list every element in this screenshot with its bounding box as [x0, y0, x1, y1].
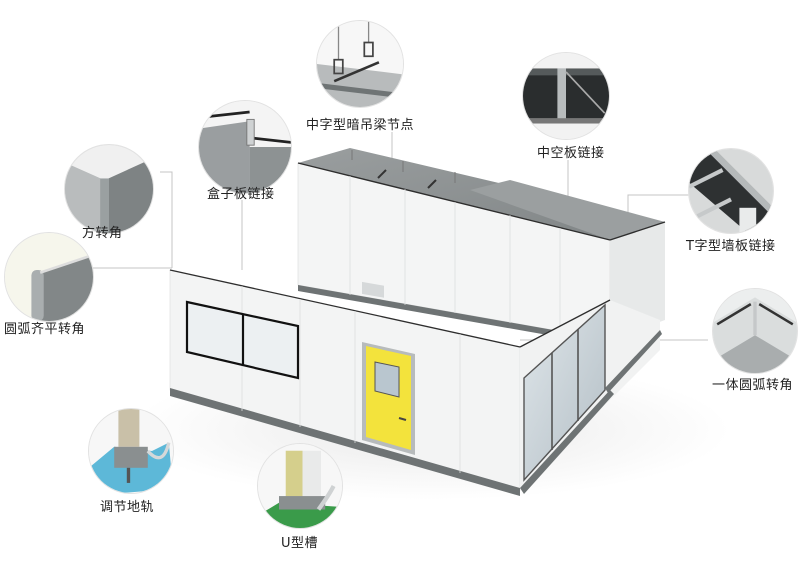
door-window	[374, 361, 400, 398]
callout-box-panel-joint	[198, 100, 292, 194]
square-corner-icon	[65, 145, 153, 233]
callout-flush-arc-corner	[4, 232, 94, 322]
h-ceiling-beam-node-icon	[317, 21, 403, 107]
label-t-wall-panel-joint: T字型墙板链接	[686, 239, 776, 254]
callout-adjustable-floor-rail	[88, 408, 174, 494]
callout-u-channel	[257, 443, 343, 529]
label-h-ceiling-beam-node: 中字型暗吊梁节点	[306, 118, 415, 133]
integral-arc-corner-icon	[713, 289, 797, 373]
door	[366, 346, 411, 450]
label-box-panel-joint: 盒子板链接	[207, 187, 275, 202]
label-square-corner: 方转角	[82, 226, 123, 241]
adjustable-floor-rail-icon	[89, 409, 173, 493]
callout-hollow-panel-joint	[522, 52, 610, 140]
base-rail	[170, 388, 520, 496]
callout-t-wall-panel-joint	[688, 148, 774, 234]
u-channel-icon	[258, 444, 342, 528]
label-adjustable-floor-rail: 调节地轨	[100, 500, 155, 515]
callout-h-ceiling-beam-node	[316, 20, 404, 108]
flush-arc-corner-icon	[5, 233, 93, 321]
label-u-channel: U型槽	[281, 536, 319, 551]
callout-integral-arc-corner	[712, 288, 798, 374]
label-flush-arc-corner: 圆弧齐平转角	[4, 322, 86, 337]
box-panel-joint-icon	[199, 101, 291, 193]
hollow-panel-joint-icon	[523, 53, 609, 139]
label-integral-arc-corner: 一体圆弧转角	[712, 378, 794, 393]
callout-square-corner	[64, 144, 154, 234]
label-hollow-panel-joint: 中空板链接	[537, 146, 605, 161]
t-wall-panel-joint-icon	[689, 149, 773, 233]
